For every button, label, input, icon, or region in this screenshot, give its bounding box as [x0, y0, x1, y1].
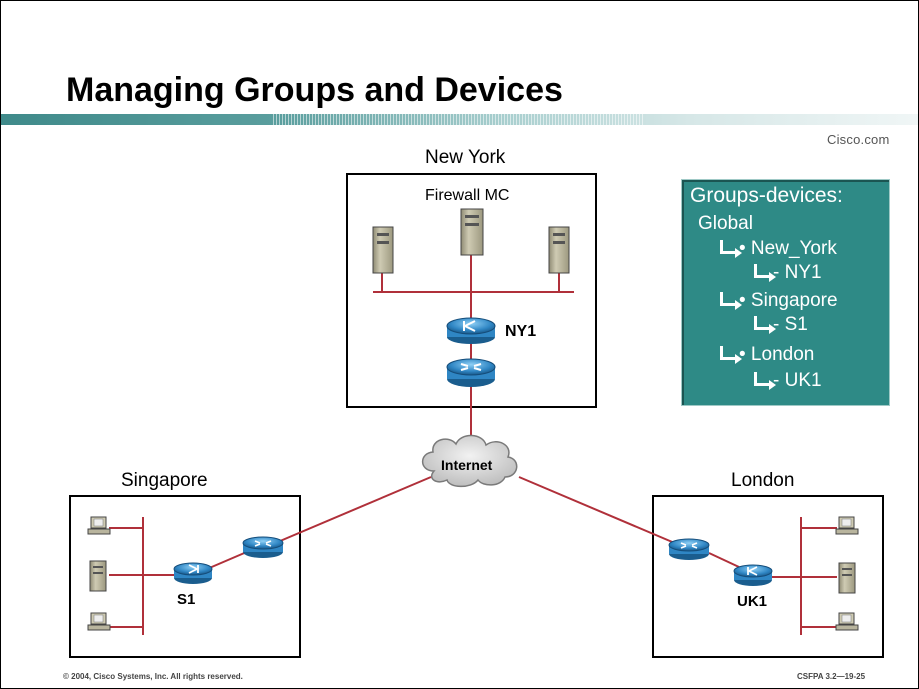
uk-pc-bottom-icon [835, 612, 859, 631]
ny-router-icon [446, 358, 496, 387]
group-name: • Singapore [739, 290, 838, 311]
branch-arrow-icon [720, 292, 742, 310]
device-name: - UK1 [773, 370, 822, 391]
ny1-label: NY1 [505, 323, 537, 340]
sg-router-icon [242, 536, 284, 558]
uk1-firewall-icon [733, 564, 773, 586]
uk-router-icon [668, 538, 710, 560]
device-name: - S1 [773, 314, 808, 335]
copyright-footer: © 2004, Cisco Systems, Inc. All rights r… [63, 672, 243, 681]
internet-label: Internet [441, 457, 493, 473]
branch-arrow-icon [754, 264, 776, 282]
uk-pc-top-icon [835, 516, 859, 535]
uk1-label: UK1 [737, 593, 768, 610]
branch-arrow-icon [754, 372, 776, 390]
wan-links [272, 383, 678, 545]
device-name: - NY1 [773, 262, 822, 283]
link-sg-internet [272, 476, 432, 545]
branch-arrow-icon [754, 316, 776, 334]
firewall-mc-label: Firewall MC [425, 187, 510, 204]
sg-pc-top-icon [87, 516, 111, 535]
device-item-ny1: - NY1 [754, 262, 822, 284]
slide-title: Managing Groups and Devices [66, 71, 563, 109]
ny-server-right-icon [548, 226, 570, 274]
sg-pc-bottom-icon [87, 612, 111, 631]
group-item-new-york: • New_York [720, 238, 837, 260]
device-item-s1: - S1 [754, 314, 808, 336]
group-item-london: • London [720, 344, 814, 366]
sg-server-icon [89, 560, 107, 592]
singapore-label: Singapore [121, 470, 208, 491]
s1-label: S1 [177, 591, 196, 608]
ny-server-left-icon [372, 226, 394, 274]
group-item-singapore: • Singapore [720, 290, 838, 312]
group-name: • New_York [739, 238, 837, 259]
new-york-label: New York [425, 147, 506, 168]
title-bar-pattern [273, 114, 643, 125]
groups-heading: Groups-devices: [690, 184, 843, 207]
course-code-footer: CSFPA 3.2—19-25 [797, 672, 866, 681]
branch-arrow-icon [720, 346, 742, 364]
groups-devices-panel: Groups-devices: Global • New_York - NY1 … [681, 179, 890, 406]
group-root-global: Global [698, 213, 753, 234]
ny1-firewall-icon [446, 317, 496, 344]
device-item-uk1: - UK1 [754, 370, 822, 392]
ny-server-center-icon [460, 208, 484, 256]
s1-firewall-icon [173, 562, 213, 584]
branch-arrow-icon [720, 240, 742, 258]
london-label: London [731, 470, 795, 491]
group-name: • London [739, 344, 815, 365]
internet-cloud-icon [421, 434, 518, 488]
link-uk-internet [518, 476, 678, 545]
uk-server-icon [838, 562, 856, 594]
cisco-brand-text: Cisco.com [827, 132, 890, 147]
